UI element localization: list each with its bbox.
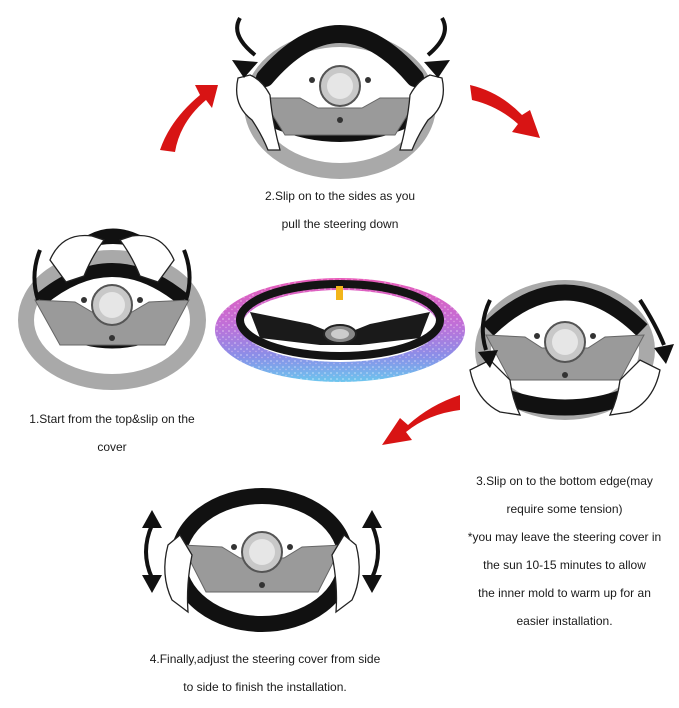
red-arrow-icon — [160, 85, 218, 152]
step3-note-line2: the sun 10-15 minutes to allow — [483, 558, 646, 572]
red-arrow-icon — [382, 395, 460, 445]
step3-note-line1: *you may leave the steering cover in — [467, 530, 662, 544]
step2-caption-line1: 2.Slip on to the sides as you — [264, 189, 416, 203]
step4-caption: 4.Finally,adjust the steering cover from… — [130, 638, 400, 708]
step1-caption: 1.Start from the top&slip on the cover — [12, 398, 212, 468]
step3-caption: 3.Slip on to the bottom edge(may require… — [452, 460, 677, 642]
step3-note-line3: the inner mold to warm up for an — [478, 586, 651, 600]
step1-wheel — [18, 228, 206, 390]
step4-caption-line2: to side to finish the installation. — [183, 680, 347, 694]
step1-caption-line1: 1.Start from the top&slip on the — [29, 412, 195, 426]
step4-caption-line1: 4.Finally,adjust the steering cover from… — [149, 652, 381, 666]
step2-caption-line2: pull the steering down — [281, 217, 399, 231]
step1-caption-line2: cover — [97, 440, 127, 454]
step3-caption-line1: 3.Slip on to the bottom edge(may — [476, 474, 653, 488]
step4-wheel — [142, 488, 382, 632]
step3-wheel — [469, 280, 674, 420]
red-arrow-icon — [470, 85, 540, 138]
step2-caption: 2.Slip on to the sides as you pull the s… — [245, 175, 435, 245]
product-wheel — [215, 278, 465, 382]
step2-illustration — [18, 16, 674, 632]
step2-wheel — [232, 16, 450, 179]
step3-note-line4: easier installation. — [516, 614, 613, 628]
step3-caption-line2: require some tension) — [506, 502, 623, 516]
